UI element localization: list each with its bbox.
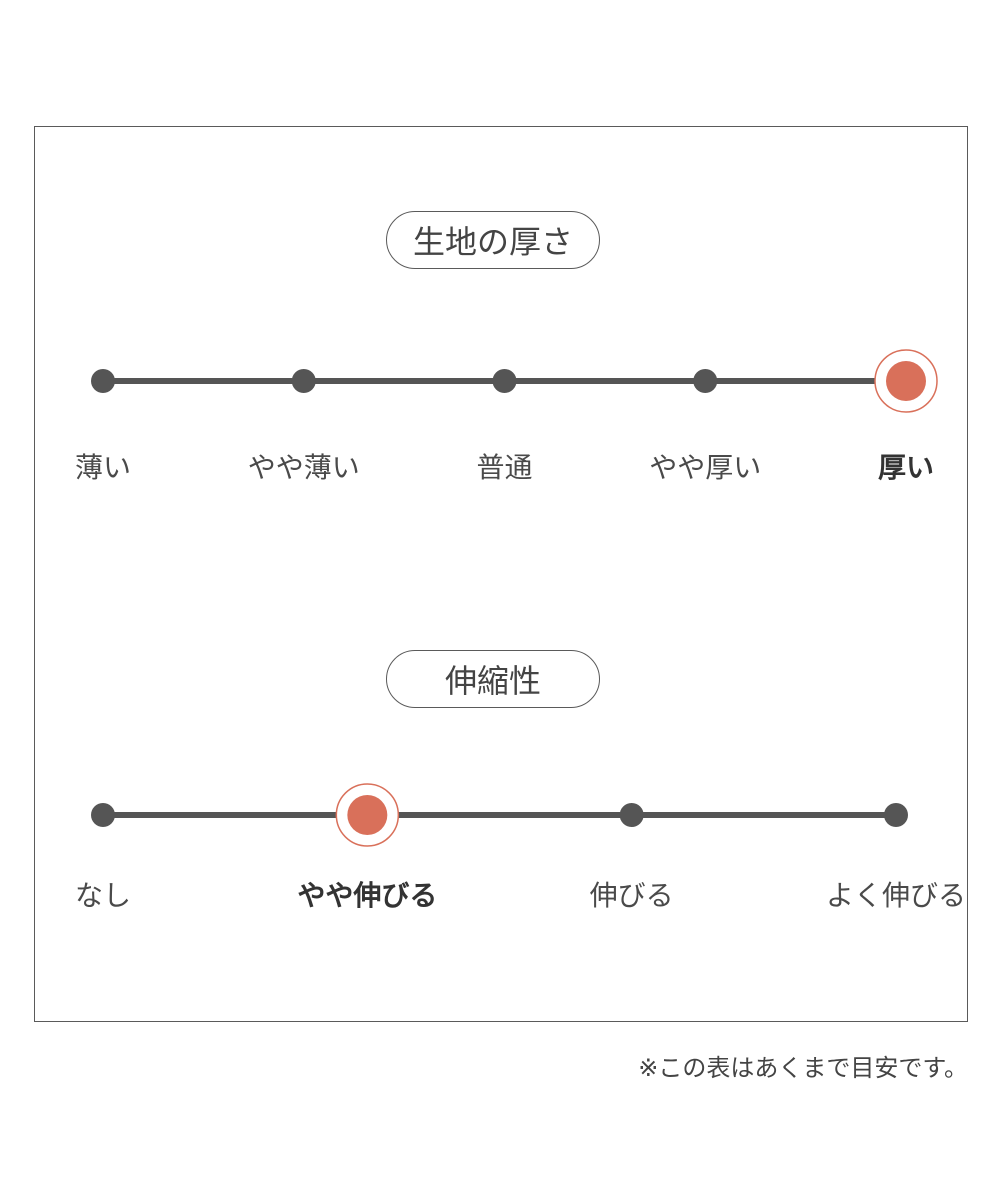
scale-label: 厚い: [877, 451, 935, 484]
scale-label: やや厚い: [649, 451, 762, 484]
disclaimer-note: ※この表はあくまで目安です。: [638, 1054, 968, 1082]
section-title-stretch: 伸縮性: [386, 650, 600, 708]
scale-label: よく伸びる: [825, 879, 967, 912]
scale-label: 普通: [476, 451, 533, 484]
section-title-thickness: 生地の厚さ: [386, 211, 600, 269]
scale-label: 薄い: [74, 451, 132, 484]
scale-label: やや伸びる: [297, 879, 438, 912]
scale-label: 伸びる: [589, 879, 674, 912]
scale-label: やや薄い: [247, 451, 360, 484]
scale-label: なし: [74, 879, 132, 912]
chart-frame: [34, 126, 968, 1022]
